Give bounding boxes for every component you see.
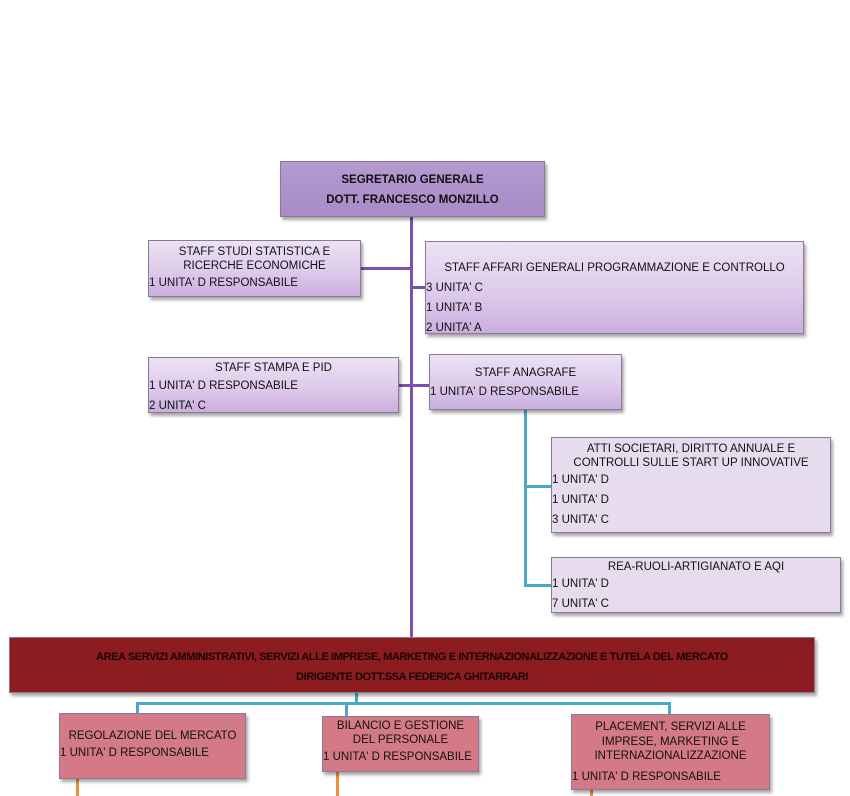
staff-stampa-box[interactable]: STAFF STAMPA E PID 1 UNITA' D RESPONSABI…	[148, 357, 399, 413]
area-name: DIRIGENTE DOTT.SSA FEDERICA GHITARRARI	[296, 671, 528, 683]
staff-stampa-line: 2 UNITA' C	[149, 400, 206, 412]
atti-societari-box[interactable]: ATTI SOCIETARI, DIRITTO ANNUALE E CONTRO…	[551, 437, 831, 533]
office-2-down-connector	[336, 772, 339, 796]
staff-affari-line: 2 UNITA' A	[426, 322, 482, 334]
staff-affari-line: 3 UNITA' C	[426, 282, 483, 294]
staff-anagrafe-line: 1 UNITA' D RESPONSABILE	[430, 386, 579, 398]
staff-anagrafe-box[interactable]: STAFF ANAGRAFE 1 UNITA' D RESPONSABILE	[429, 354, 622, 410]
atti-connector	[524, 485, 552, 488]
anagrafe-trunk-connector	[524, 410, 527, 586]
office-title: BILANCIO E GESTIONE DEL PERSONALE	[336, 720, 465, 746]
top-title: SEGRETARIO GENERALE	[341, 174, 484, 186]
main-trunk-connector	[410, 216, 413, 638]
office-title: REGOLAZIONE DEL MERCATO	[68, 730, 237, 742]
office-2-drop-connector	[345, 702, 348, 718]
staff-studi-title: STAFF STUDI STATISTICA E RICERCHE ECONOM…	[178, 246, 331, 272]
staff-affari-box[interactable]: STAFF AFFARI GENERALI PROGRAMMAZIONE E C…	[425, 241, 804, 334]
staff-studi-connector	[361, 267, 411, 270]
area-down-connector	[355, 692, 358, 703]
segretario-generale-box[interactable]: SEGRETARIO GENERALE DOTT. FRANCESCO MONZ…	[280, 161, 545, 217]
staff-studi-box[interactable]: STAFF STUDI STATISTICA E RICERCHE ECONOM…	[148, 240, 361, 297]
staff-stampa-title: STAFF STAMPA E PID	[215, 362, 332, 374]
staff-affari-connector	[411, 286, 426, 289]
atti-societari-line: 3 UNITA' C	[552, 514, 609, 526]
staff-affari-line: 1 UNITA' B	[426, 302, 483, 314]
offices-bus-connector	[136, 702, 671, 705]
atti-societari-line: 1 UNITA' D	[552, 494, 609, 506]
office-line: 1 UNITA' D RESPONSABILE	[60, 747, 209, 759]
area-title: AREA SERVIZI AMMINISTRATIVI, SERVIZI ALL…	[96, 651, 728, 663]
office-box[interactable]: BILANCIO E GESTIONE DEL PERSONALE 1 UNIT…	[322, 716, 479, 772]
staff-affari-title: STAFF AFFARI GENERALI PROGRAMMAZIONE E C…	[444, 262, 785, 274]
rea-connector	[524, 584, 552, 587]
atti-societari-title: ATTI SOCIETARI, DIRITTO ANNUALE E CONTRO…	[573, 443, 809, 469]
staff-stampa-line: 1 UNITA' D RESPONSABILE	[149, 380, 298, 392]
office-3-drop-connector	[668, 702, 671, 716]
area-box[interactable]: AREA SERVIZI AMMINISTRATIVI, SERVIZI ALL…	[9, 637, 815, 693]
office-box[interactable]: REGOLAZIONE DEL MERCATO 1 UNITA' D RESPO…	[59, 713, 246, 779]
staff-anagrafe-connector	[411, 384, 429, 387]
office-line: 1 UNITA' D RESPONSABILE	[323, 751, 472, 763]
top-name: DOTT. FRANCESCO MONZILLO	[326, 194, 499, 206]
office-line: 1 UNITA' D RESPONSABILE	[572, 770, 721, 783]
office-1-down-connector	[76, 779, 79, 796]
office-box[interactable]: PLACEMENT, SERVIZI ALLE IMPRESE, MARKETI…	[571, 714, 770, 790]
staff-studi-line: 1 UNITA' D RESPONSABILE	[149, 277, 298, 289]
office-title: PLACEMENT, SERVIZI ALLE IMPRESE, MARKETI…	[594, 721, 747, 762]
staff-anagrafe-title: STAFF ANAGRAFE	[474, 367, 577, 379]
rea-line: 1 UNITA' D	[552, 578, 609, 590]
rea-line: 7 UNITA' C	[552, 598, 609, 610]
rea-title: REA-RUOLI-ARTIGIANATO E AQI	[607, 561, 785, 573]
office-1-drop-connector	[136, 702, 139, 714]
staff-stampa-connector	[399, 384, 411, 387]
atti-societari-line: 1 UNITA' D	[552, 474, 609, 486]
office-3-down-connector	[590, 790, 593, 796]
rea-box[interactable]: REA-RUOLI-ARTIGIANATO E AQI 1 UNITA' D 7…	[551, 557, 841, 613]
